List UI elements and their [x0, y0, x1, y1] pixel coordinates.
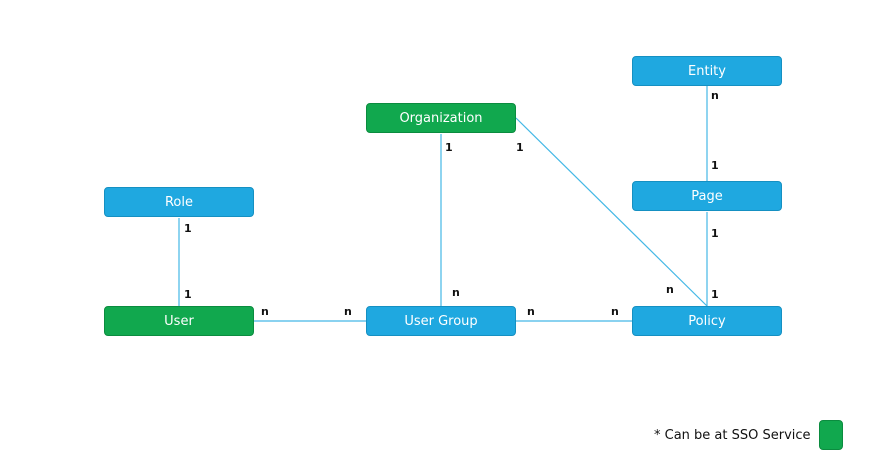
card-org-usergroup-to: n	[452, 286, 460, 299]
card-org-policy-from: 1	[516, 141, 524, 154]
card-entity-page-from: n	[711, 89, 719, 102]
card-org-policy-to: n	[666, 283, 674, 296]
node-user[interactable]: User	[104, 306, 254, 336]
node-entity[interactable]: Entity	[632, 56, 782, 86]
card-usergroup-policy-to: n	[611, 305, 619, 318]
card-entity-page-to: 1	[711, 159, 719, 172]
node-page[interactable]: Page	[632, 181, 782, 211]
node-role[interactable]: Role	[104, 187, 254, 217]
legend: * Can be at SSO Service	[654, 420, 843, 450]
legend-swatch	[818, 420, 843, 450]
node-policy[interactable]: Policy	[632, 306, 782, 336]
card-role-user-to: 1	[184, 288, 192, 301]
card-page-policy-to: 1	[711, 288, 719, 301]
card-usergroup-policy-from: n	[527, 305, 535, 318]
card-role-user-from: 1	[184, 222, 192, 235]
node-organization[interactable]: Organization	[366, 103, 516, 133]
legend-text: * Can be at SSO Service	[654, 427, 811, 443]
edge-org-policy	[515, 117, 708, 307]
node-user-group[interactable]: User Group	[366, 306, 516, 336]
card-user-usergroup-to: n	[344, 305, 352, 318]
card-user-usergroup-from: n	[261, 305, 269, 318]
card-org-usergroup-from: 1	[445, 141, 453, 154]
card-page-policy-from: 1	[711, 227, 719, 240]
